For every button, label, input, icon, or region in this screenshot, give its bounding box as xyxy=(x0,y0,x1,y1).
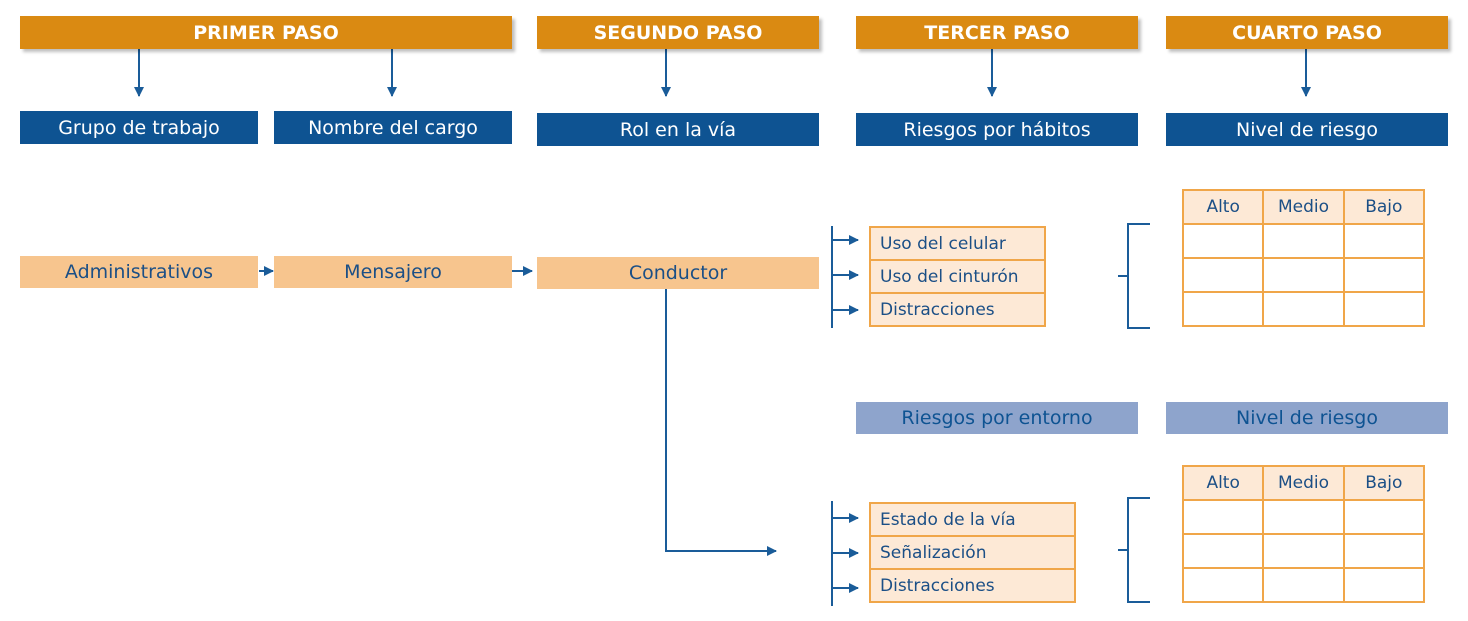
category-environment-risks: Riesgos por entorno xyxy=(856,402,1138,434)
level-cell xyxy=(1181,533,1265,569)
category-work-group-label: Grupo de trabajo xyxy=(58,116,220,139)
category-environment-risks-label: Riesgos por entorno xyxy=(901,407,1093,429)
node-administrativos-label: Administrativos xyxy=(64,261,214,283)
level-cell xyxy=(1262,223,1345,259)
environment-item: Estado de la vía xyxy=(869,502,1076,537)
step-primer-paso: PRIMER PASO xyxy=(20,16,512,49)
step-cuarto-paso-label: CUARTO PASO xyxy=(1232,21,1382,44)
category-road-role-label: Rol en la vía xyxy=(619,118,737,141)
level-cell xyxy=(1262,533,1345,569)
environment-item: Distracciones xyxy=(869,568,1076,603)
node-conductor: Conductor xyxy=(537,257,819,289)
environment-item-label: Distracciones xyxy=(880,575,995,596)
environment-item-label: Estado de la vía xyxy=(880,509,1016,530)
step-segundo-paso-label: SEGUNDO PASO xyxy=(593,21,763,44)
category-risk-level-2-label: Nivel de riesgo xyxy=(1236,407,1378,429)
step-cuarto-paso: CUARTO PASO xyxy=(1166,16,1448,49)
category-work-group: Grupo de trabajo xyxy=(20,111,258,144)
category-habit-risks-label: Riesgos por hábitos xyxy=(903,118,1091,141)
level-cell xyxy=(1342,499,1426,535)
category-risk-level-2: Nivel de riesgo xyxy=(1166,402,1448,434)
step-tercer-paso: TERCER PASO xyxy=(856,16,1138,49)
level-cell xyxy=(1181,257,1265,293)
level-header-bajo: Bajo xyxy=(1342,465,1426,501)
habit-item-label: Distracciones xyxy=(880,299,995,320)
environment-item: Señalización xyxy=(869,535,1076,570)
level-cell xyxy=(1342,567,1426,603)
level-cell xyxy=(1342,291,1426,327)
node-mensajero: Mensajero xyxy=(274,256,512,288)
level-cell xyxy=(1262,291,1345,327)
level-cell xyxy=(1262,257,1345,293)
level-cell xyxy=(1181,223,1265,259)
node-mensajero-label: Mensajero xyxy=(344,261,442,283)
level-header-bajo: Bajo xyxy=(1342,189,1426,225)
habit-item: Uso del cinturón xyxy=(869,259,1046,294)
step-segundo-paso: SEGUNDO PASO xyxy=(537,16,819,49)
habit-item: Distracciones xyxy=(869,292,1046,327)
level-header-alto: Alto xyxy=(1181,465,1265,501)
level-cell xyxy=(1181,499,1265,535)
habit-item: Uso del celular xyxy=(869,226,1046,261)
category-risk-level-label: Nivel de riesgo xyxy=(1236,118,1378,141)
step-tercer-paso-label: TERCER PASO xyxy=(924,21,1070,44)
level-bracket-1 xyxy=(1127,223,1150,329)
level-cell xyxy=(1262,499,1345,535)
level-bracket-2 xyxy=(1127,497,1150,603)
category-position-name: Nombre del cargo xyxy=(274,111,512,144)
level-cell xyxy=(1262,567,1345,603)
category-habit-risks: Riesgos por hábitos xyxy=(856,113,1138,146)
level-cell xyxy=(1342,533,1426,569)
level-cell xyxy=(1181,567,1265,603)
node-conductor-label: Conductor xyxy=(628,262,728,284)
arrow-role-to-environment xyxy=(665,289,777,556)
level-cell xyxy=(1181,291,1265,327)
level-header-medio: Medio xyxy=(1262,189,1345,225)
risk-level-table-2: Alto Medio Bajo xyxy=(1181,465,1426,603)
category-road-role: Rol en la vía xyxy=(537,113,819,146)
level-cell xyxy=(1342,257,1426,293)
category-risk-level: Nivel de riesgo xyxy=(1166,113,1448,146)
level-header-medio: Medio xyxy=(1262,465,1345,501)
habit-item-label: Uso del celular xyxy=(880,233,1006,254)
level-header-alto: Alto xyxy=(1181,189,1265,225)
node-administrativos: Administrativos xyxy=(20,256,258,288)
environment-item-label: Señalización xyxy=(880,542,987,563)
risk-level-table: Alto Medio Bajo xyxy=(1181,189,1426,327)
category-position-name-label: Nombre del cargo xyxy=(308,116,478,139)
habit-item-label: Uso del cinturón xyxy=(880,266,1019,287)
level-cell xyxy=(1342,223,1426,259)
step-primer-paso-label: PRIMER PASO xyxy=(193,21,339,44)
